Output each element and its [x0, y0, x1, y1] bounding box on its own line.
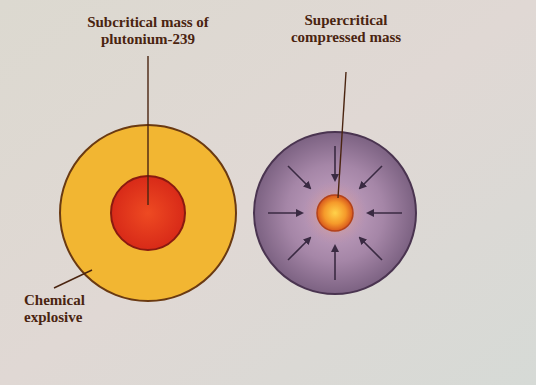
part-label: Subcritical mass of plutonium-239	[78, 14, 218, 48]
part-label: Chemical explosive	[24, 292, 120, 326]
part-label: Supercritical compressed mass	[290, 12, 402, 46]
